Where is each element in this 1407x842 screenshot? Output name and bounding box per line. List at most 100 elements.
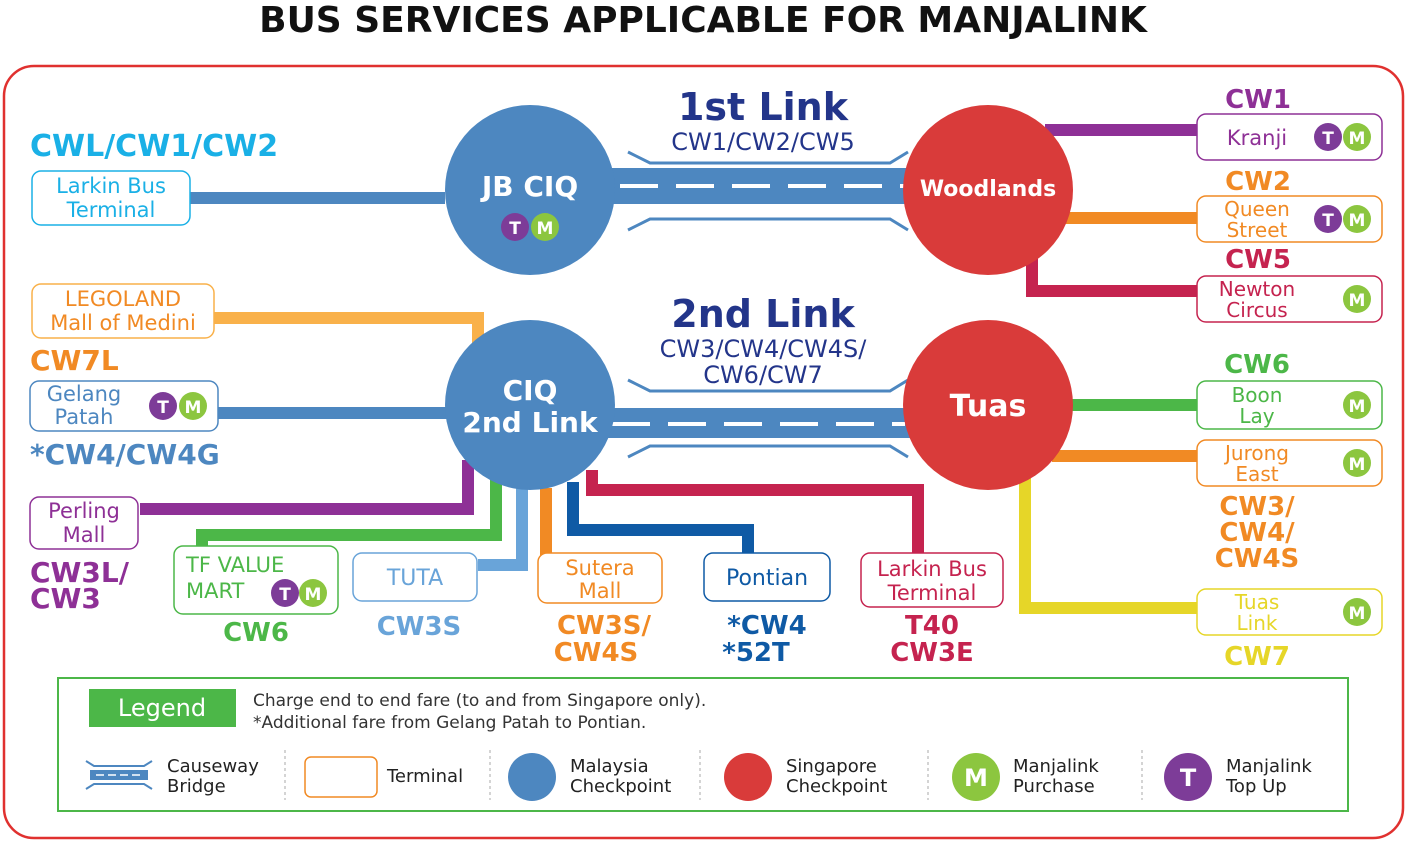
route-line-larkin-t40 [586, 470, 924, 555]
terminal-boon-lay[interactable]: Boon Lay M [1196, 380, 1383, 430]
purchase-icon [1343, 391, 1371, 419]
route-label-tuta: CW3S [377, 612, 462, 642]
svg-text:Larkin Bus: Larkin Bus [877, 557, 987, 581]
svg-text:T: T [1322, 211, 1334, 231]
svg-text:MART: MART [186, 579, 245, 603]
route-label-cw2: CW2 [1225, 167, 1291, 197]
route-label-cw7: CW7 [1224, 642, 1290, 672]
purchase-icon [1343, 285, 1371, 313]
svg-text:M: M [537, 219, 554, 239]
route-label-cw3-3: CW4S [1215, 544, 1300, 574]
purchase-icon [531, 213, 559, 241]
causeway-icon [85, 760, 153, 790]
svg-text:M: M [1349, 129, 1366, 149]
svg-text:Larkin Bus: Larkin Bus [56, 174, 166, 198]
svg-text:Checkpoint: Checkpoint [570, 776, 671, 797]
svg-text:Mall: Mall [579, 579, 622, 603]
purchase-icon [1343, 449, 1371, 477]
svg-text:Terminal: Terminal [887, 581, 977, 605]
route-label-larkin-1: T40 [905, 611, 959, 641]
svg-text:T: T [1180, 764, 1197, 792]
second-link-title: 2nd Link [671, 292, 855, 336]
route-label-larkin-2: CW3E [890, 638, 974, 668]
jb-ciq-label: JB CIQ [480, 170, 578, 203]
singapore-checkpoint-icon [724, 753, 772, 801]
purchase-icon [1343, 123, 1371, 151]
svg-text:Singapore: Singapore [786, 756, 877, 777]
terminal-tuta[interactable]: TUTA [352, 552, 478, 602]
topup-icon [1314, 205, 1342, 233]
route-line-legoland [213, 312, 484, 345]
svg-text:Queen: Queen [1224, 197, 1290, 221]
svg-text:Street: Street [1227, 218, 1288, 242]
terminal-newton-circus[interactable]: Newton Circus M [1196, 275, 1383, 323]
svg-text:Tuas: Tuas [1234, 590, 1280, 614]
legend-note-2: *Additional fare from Gelang Patah to Po… [253, 713, 646, 733]
svg-text:Pontian: Pontian [726, 566, 808, 591]
svg-text:M: M [305, 585, 322, 605]
checkpoint-ciq-2nd-link[interactable]: CIQ 2nd Link [445, 320, 615, 490]
svg-text:Bridge: Bridge [167, 776, 226, 797]
svg-text:M: M [185, 398, 202, 418]
woodlands-label: Woodlands [920, 177, 1056, 202]
terminal-larkin-bottom[interactable]: Larkin Bus Terminal [860, 552, 1004, 608]
svg-text:Kranji: Kranji [1227, 126, 1287, 150]
route-label-sutera-2: CW4S [554, 638, 639, 668]
terminal-jurong-east[interactable]: Jurong East M [1196, 439, 1383, 487]
svg-text:Perling: Perling [48, 499, 120, 523]
svg-text:Checkpoint: Checkpoint [786, 776, 887, 797]
svg-text:T: T [157, 398, 169, 418]
svg-text:Jurong: Jurong [1223, 441, 1289, 465]
svg-text:TUTA: TUTA [386, 566, 443, 591]
legend-note-1: Charge end to end fare (to and from Sing… [253, 691, 706, 711]
terminal-queen-street[interactable]: Queen Street T M [1196, 195, 1383, 243]
purchase-icon [179, 392, 207, 420]
tuas-label: Tuas [950, 389, 1027, 424]
terminal-sutera-mall[interactable]: Sutera Mall [537, 552, 663, 604]
legend-tag [89, 689, 236, 727]
route-label-cw3l-1: CW3L/ [30, 556, 130, 589]
route-label-pontian-2: *52T [722, 638, 790, 668]
svg-text:Link: Link [1237, 611, 1278, 635]
checkpoint-tuas[interactable]: Tuas [903, 320, 1073, 490]
svg-text:M: M [964, 764, 988, 792]
checkpoint-jb-ciq[interactable]: JB CIQ T M [445, 105, 615, 275]
svg-text:M: M [1349, 604, 1366, 624]
route-label-cw4: *CW4/CW4G [30, 438, 220, 471]
terminal-perling-mall[interactable]: Perling Mall [29, 496, 139, 550]
route-label-tf: CW6 [223, 618, 289, 648]
route-line-pontian [567, 482, 754, 555]
checkpoint-woodlands[interactable]: Woodlands [903, 105, 1073, 275]
svg-text:Manjalink: Manjalink [1226, 756, 1312, 777]
terminal-larkin-left[interactable]: Larkin Bus Terminal [31, 170, 191, 226]
terminal-gelang-patah[interactable]: Gelang Patah T M [29, 380, 219, 432]
svg-text:Mall of Medini: Mall of Medini [50, 311, 196, 335]
svg-text:Boon: Boon [1232, 383, 1283, 407]
legend-panel: Legend Charge end to end fare (to and fr… [57, 677, 1349, 812]
svg-text:Sutera: Sutera [565, 556, 634, 580]
route-line-tuaslink [1019, 470, 1198, 614]
map-frame [2, 64, 1405, 840]
terminal-tuas-link[interactable]: Tuas Link M [1196, 588, 1383, 636]
purchase-icon [1343, 205, 1371, 233]
route-label-cw6: CW6 [1224, 350, 1290, 380]
svg-text:M: M [1349, 397, 1366, 417]
route-label-cw3-1: CW3/ [1219, 492, 1295, 522]
terminal-tf-value-mart[interactable]: TF VALUE MART T M [173, 545, 339, 615]
causeway-1st-link [612, 150, 912, 232]
route-label-cw3-2: CW4/ [1219, 518, 1295, 548]
route-label-cw5: CW5 [1225, 245, 1291, 275]
route-label-cw3l-2: CW3 [30, 582, 101, 615]
svg-text:Patah: Patah [54, 405, 113, 429]
terminal-legoland[interactable]: LEGOLAND Mall of Medini [31, 283, 215, 339]
svg-text:Purchase: Purchase [1013, 776, 1095, 797]
ciq-2nd-label-1: CIQ [503, 374, 558, 407]
svg-text:Newton: Newton [1219, 277, 1295, 301]
second-link-routes-1: CW3/CW4/CW4S/ [660, 335, 868, 363]
svg-text:T: T [509, 219, 521, 239]
svg-text:M: M [1349, 291, 1366, 311]
terminal-kranji[interactable]: Kranji T M [1196, 113, 1383, 161]
terminal-pontian[interactable]: Pontian [703, 552, 831, 602]
route-line-newton [1026, 255, 1198, 297]
